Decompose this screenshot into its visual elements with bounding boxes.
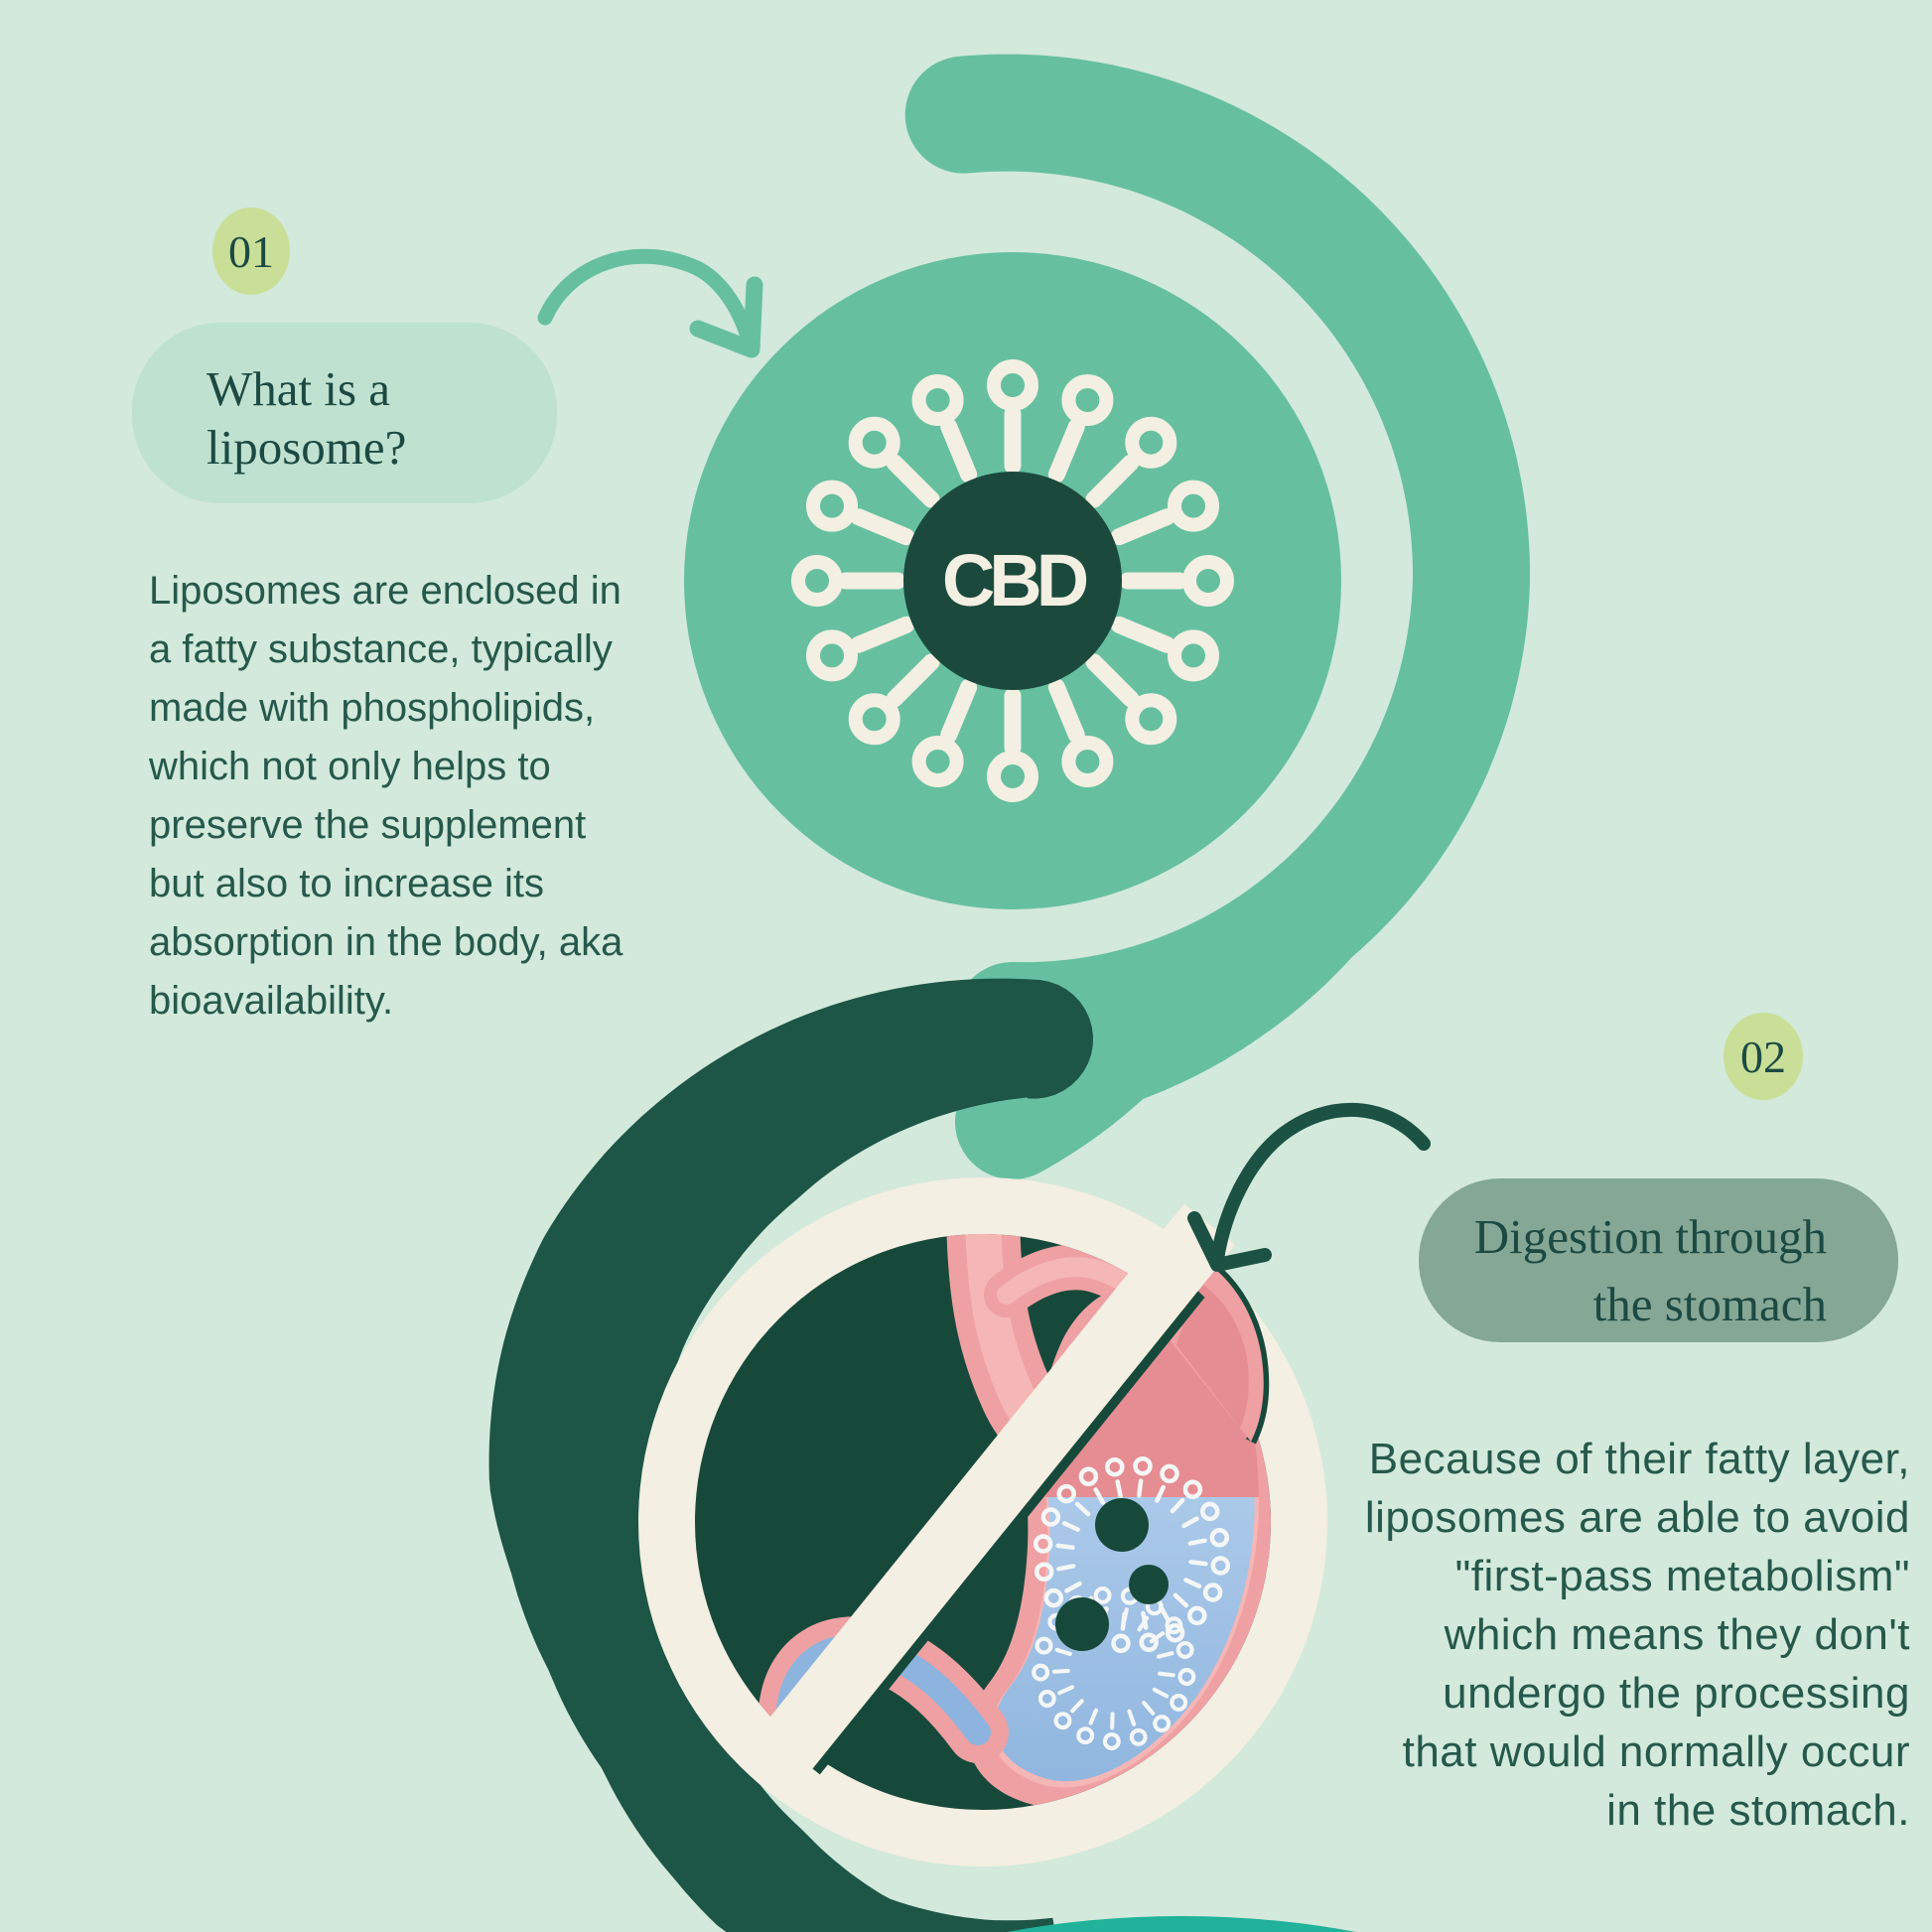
svg-text:Digestion through: Digestion through [1474, 1209, 1827, 1264]
svg-text:but also to increase its: but also to increase its [149, 862, 544, 905]
svg-text:which not only helps to: which not only helps to [148, 745, 551, 788]
svg-text:Liposomes are enclosed in: Liposomes are enclosed in [149, 569, 621, 613]
svg-text:01: 01 [228, 226, 274, 277]
svg-text:made with phospholipids,: made with phospholipids, [149, 686, 595, 730]
svg-text:liposomes are able to avoid: liposomes are able to avoid [1365, 1493, 1910, 1542]
svg-text:Because of their fatty layer,: Because of their fatty layer, [1369, 1435, 1910, 1483]
svg-text:"first-pass metabolism": "first-pass metabolism" [1455, 1552, 1910, 1600]
svg-text:preserve the supplement: preserve the supplement [149, 803, 586, 847]
svg-text:absorption in the body, aka: absorption in the body, aka [149, 920, 623, 964]
svg-text:a fatty substance, typically: a fatty substance, typically [149, 627, 613, 671]
svg-text:which means they don't: which means they don't [1444, 1610, 1910, 1659]
svg-text:the stomach: the stomach [1593, 1277, 1827, 1331]
svg-text:What is a: What is a [207, 361, 390, 416]
svg-text:that would normally occur: that would normally occur [1403, 1727, 1910, 1776]
svg-text:02: 02 [1740, 1032, 1786, 1082]
svg-text:undergo the processing: undergo the processing [1443, 1669, 1910, 1718]
svg-text:CBD: CBD [942, 539, 1087, 621]
svg-text:in the stomach.: in the stomach. [1606, 1786, 1910, 1835]
svg-text:bioavailability.: bioavailability. [149, 979, 393, 1023]
svg-text:liposome?: liposome? [207, 420, 406, 475]
